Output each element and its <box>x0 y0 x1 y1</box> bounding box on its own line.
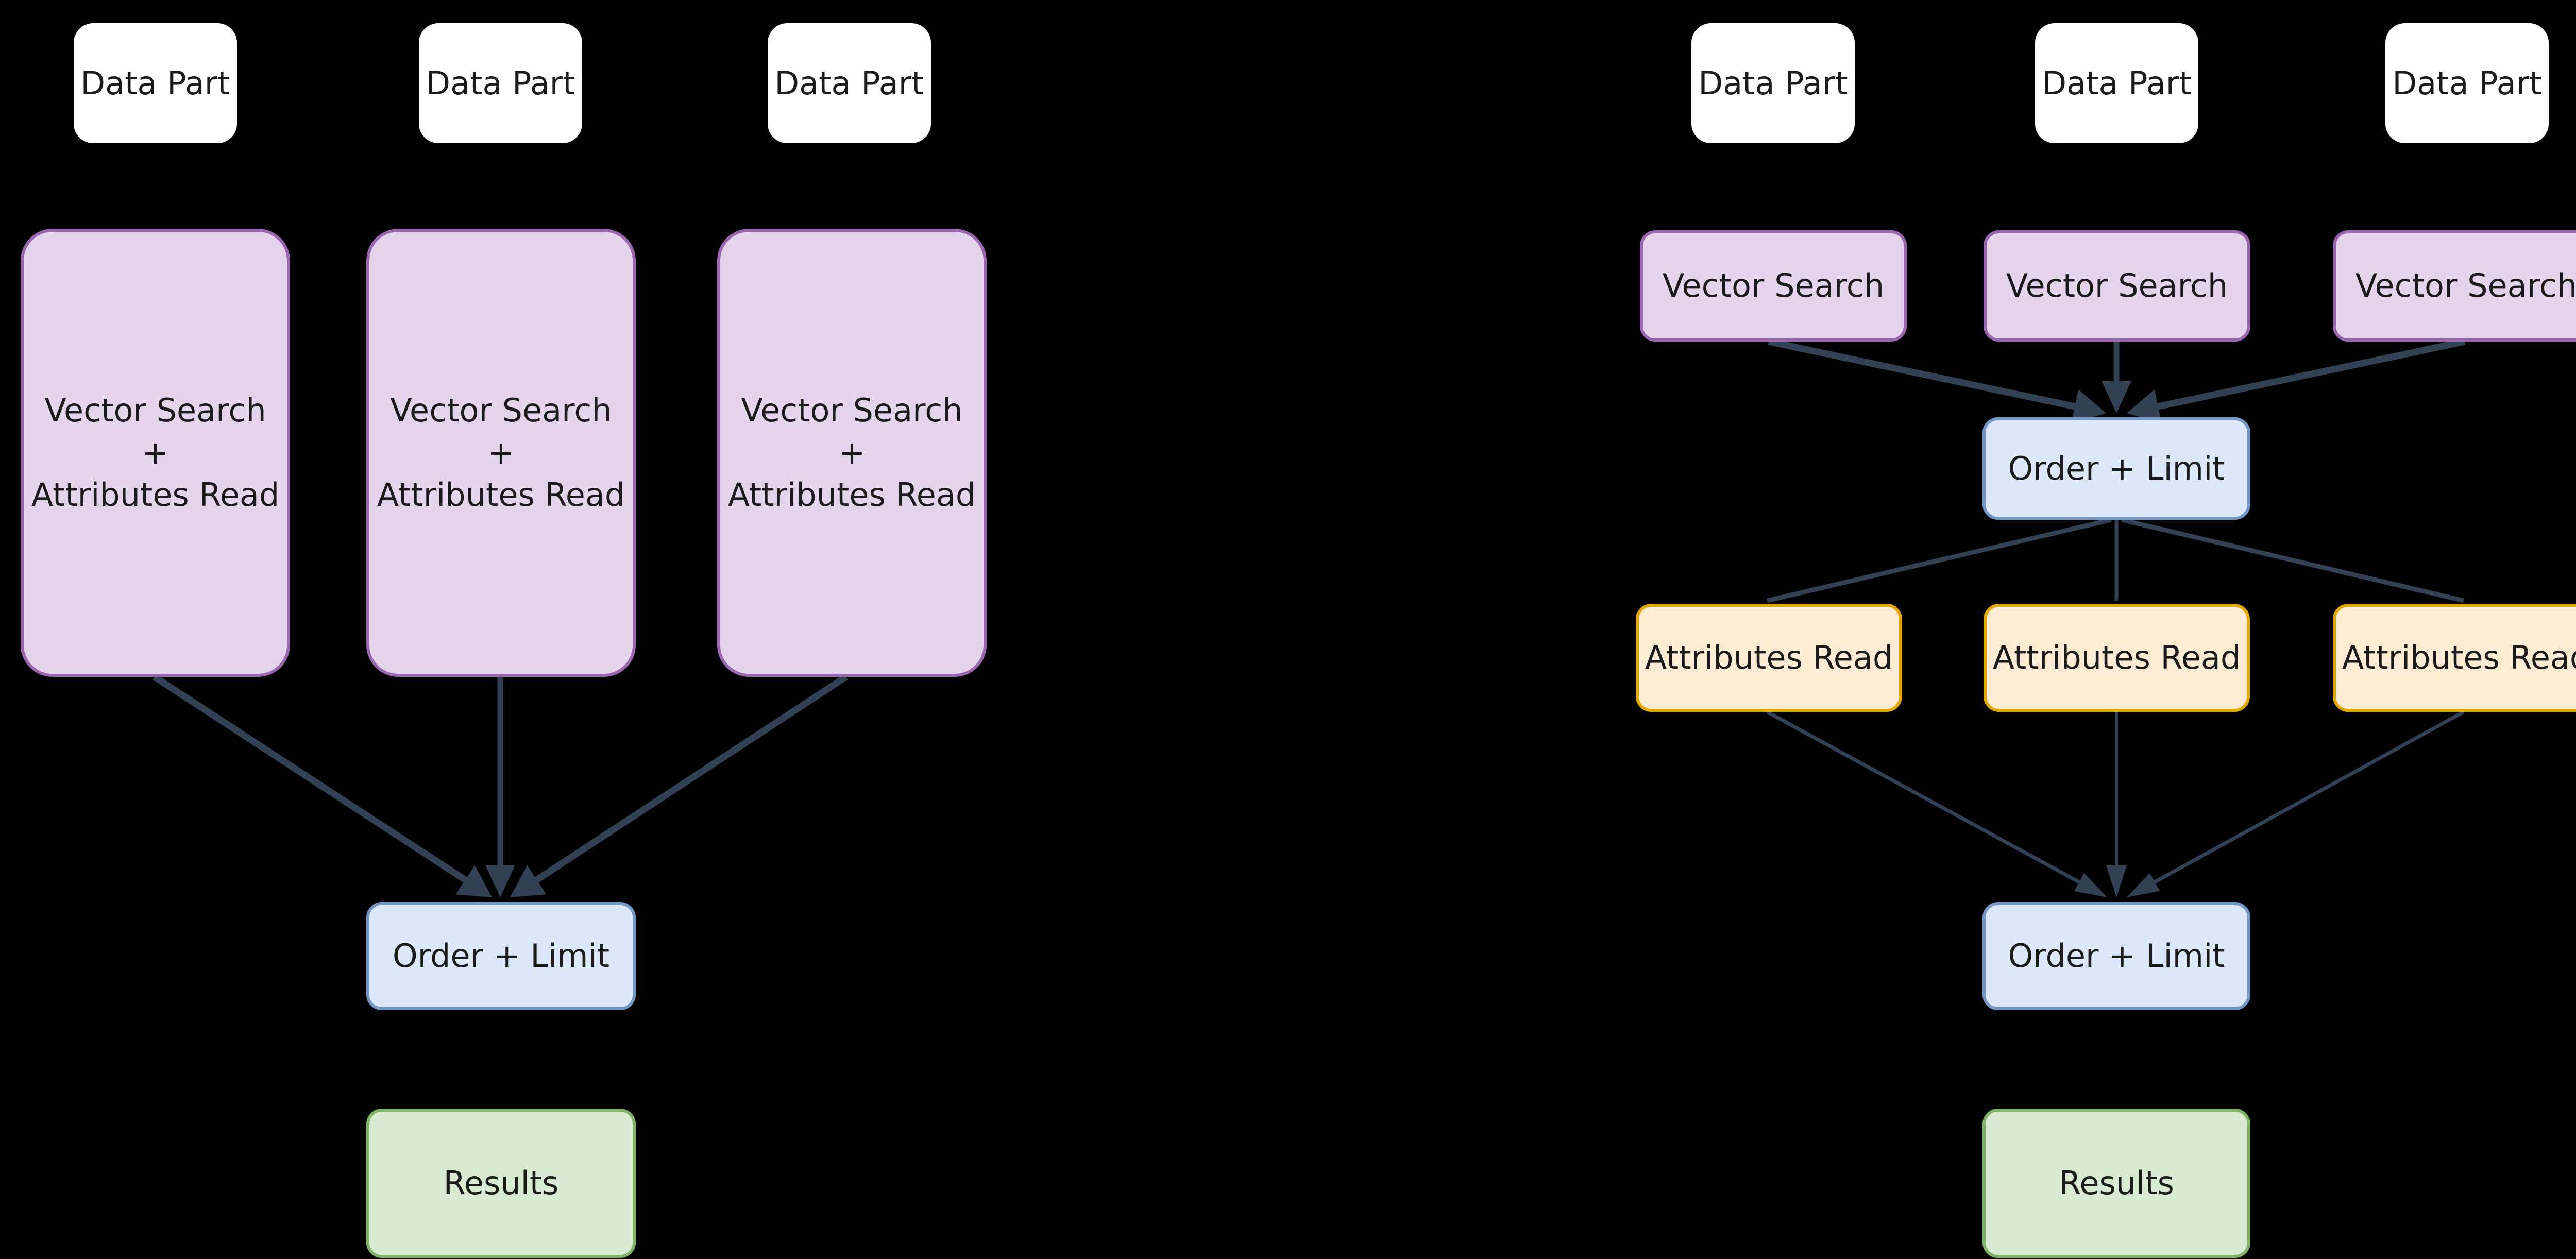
node-label: Order + Limit <box>2008 937 2225 975</box>
node-label: Vector Search <box>2355 267 2576 305</box>
node-label: Order + Limit <box>392 937 610 975</box>
edge-line <box>1766 710 2093 891</box>
edge-line <box>2143 338 2466 413</box>
node-label: Data Part <box>80 64 230 102</box>
node-vector-search-attributes-read[interactable]: Vector Search + Attributes Read <box>717 229 987 677</box>
node-label: Attributes Read <box>1992 639 2241 677</box>
node-label: Data Part <box>426 64 575 102</box>
edge-line <box>152 674 480 891</box>
node-label: Vector Search + Attributes Read <box>727 392 976 514</box>
node-vector-search-attributes-read[interactable]: Vector Search + Attributes Read <box>366 229 636 677</box>
node-label: Attributes Read <box>1645 639 1893 677</box>
arrowhead-icon <box>2074 873 2107 897</box>
node-label: Attributes Read <box>2342 639 2576 677</box>
arrowhead-icon <box>2106 865 2127 897</box>
node-attributes-read[interactable]: Attributes Read <box>1984 604 2250 712</box>
node-order-limit[interactable]: Order + Limit <box>1982 417 2250 520</box>
node-data-part[interactable]: Data Part <box>74 23 237 143</box>
node-data-part[interactable]: Data Part <box>419 23 582 143</box>
node-attributes-read[interactable]: Attributes Read <box>1636 604 1902 712</box>
edge-r-at3-to-r-ord2 <box>2127 710 2465 897</box>
node-label: Data Part <box>2392 64 2542 102</box>
node-data-part[interactable]: Data Part <box>2035 23 2198 143</box>
node-label: Vector Search <box>2006 267 2228 305</box>
node-label: Data Part <box>1698 64 1848 102</box>
arrowhead-icon <box>510 865 547 897</box>
node-label: Vector Search <box>1662 267 1885 305</box>
edge-r-at1-to-r-ord2 <box>1766 710 2107 897</box>
edge-line <box>1768 338 2090 413</box>
node-data-part[interactable]: Data Part <box>768 23 931 143</box>
node-results[interactable]: Results <box>366 1109 636 1258</box>
node-vector-search[interactable]: Vector Search <box>2333 230 2576 342</box>
node-label: Order + Limit <box>2008 449 2225 487</box>
node-data-part[interactable]: Data Part <box>2385 23 2549 143</box>
edge-line <box>2141 710 2465 891</box>
node-order-limit[interactable]: Order + Limit <box>366 902 636 1010</box>
edge-l-vs3-to-l-ord <box>510 674 848 897</box>
edge-r-vs3-to-r-ord1 <box>2127 338 2466 424</box>
arrowhead-icon <box>2127 873 2160 897</box>
node-label: Data Part <box>2042 64 2192 102</box>
edge-line <box>1766 517 2112 603</box>
node-vector-search[interactable]: Vector Search <box>1984 230 2250 342</box>
arrowhead-icon <box>485 865 515 897</box>
edge-l-vs2-to-l-ord <box>485 677 515 897</box>
edge-line <box>522 674 848 891</box>
edge-r-ord1-to-r-at3 <box>2121 517 2465 603</box>
node-results[interactable]: Results <box>1982 1109 2250 1258</box>
edge-line <box>2121 517 2465 603</box>
edge-l-vs1-to-l-ord <box>152 674 492 897</box>
node-data-part[interactable]: Data Part <box>1691 23 1855 143</box>
node-vector-search-attributes-read[interactable]: Vector Search + Attributes Read <box>21 229 290 677</box>
node-label: Vector Search + Attributes Read <box>31 392 280 514</box>
arrowhead-icon <box>455 865 492 897</box>
edge-r-vs2-to-r-ord1 <box>2102 342 2131 413</box>
node-label: Results <box>443 1164 559 1202</box>
node-label: Results <box>2059 1164 2174 1202</box>
node-vector-search[interactable]: Vector Search <box>1640 230 1907 342</box>
node-attributes-read[interactable]: Attributes Read <box>2333 604 2576 712</box>
node-label: Data Part <box>774 64 924 102</box>
edge-r-vs1-to-r-ord1 <box>1768 338 2106 424</box>
node-order-limit[interactable]: Order + Limit <box>1982 902 2250 1010</box>
edge-r-ord1-to-r-at1 <box>1766 517 2112 603</box>
arrowhead-icon <box>2102 381 2131 413</box>
node-label: Vector Search + Attributes Read <box>377 392 625 514</box>
edge-r-at2-to-r-ord2 <box>2106 712 2127 897</box>
